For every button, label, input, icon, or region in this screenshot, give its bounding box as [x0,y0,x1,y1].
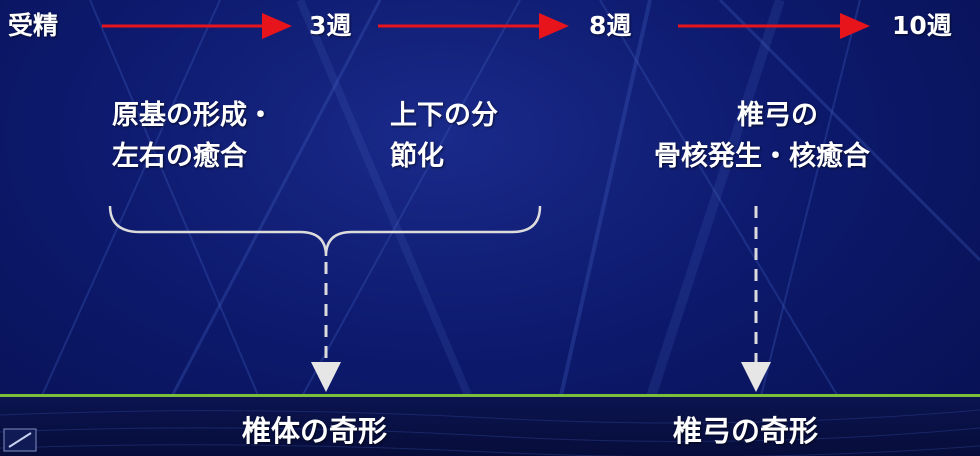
timeline-arrows [102,13,870,39]
stage-segmentation-line2: 節化 [390,141,444,172]
bottom-band [0,396,980,456]
stage-arch-line1: 椎弓の [737,100,818,131]
stage-early-line2: 左右の癒合 [112,141,247,172]
red-right-arrow-icon [102,13,292,39]
red-right-arrow-icon [378,13,569,39]
dashed-down-arrow-icon [741,206,771,392]
red-right-arrow-icon [678,13,870,39]
timeline-label-week-8: 8週 [589,11,632,40]
stage-early-line1: 原基の形成・ [112,100,274,131]
stage-arch-line2: 骨核発生・核癒合 [654,141,870,172]
timeline-label-week-10: 10週 [892,11,952,40]
timeline-label-week-3: 3週 [309,11,352,40]
curly-brace-icon [108,205,542,257]
ground-line [0,394,980,397]
stage-segmentation-line1: 上下の分 [390,100,498,131]
slash-icon[interactable] [3,428,37,452]
result-vertebral-body: 椎体の奇形 [242,414,388,448]
result-vertebral-arch: 椎弓の奇形 [673,414,819,448]
timeline-label-fertilization: 受精 [8,11,59,40]
dashed-down-arrow-icon [311,262,341,392]
connectors [108,205,771,392]
